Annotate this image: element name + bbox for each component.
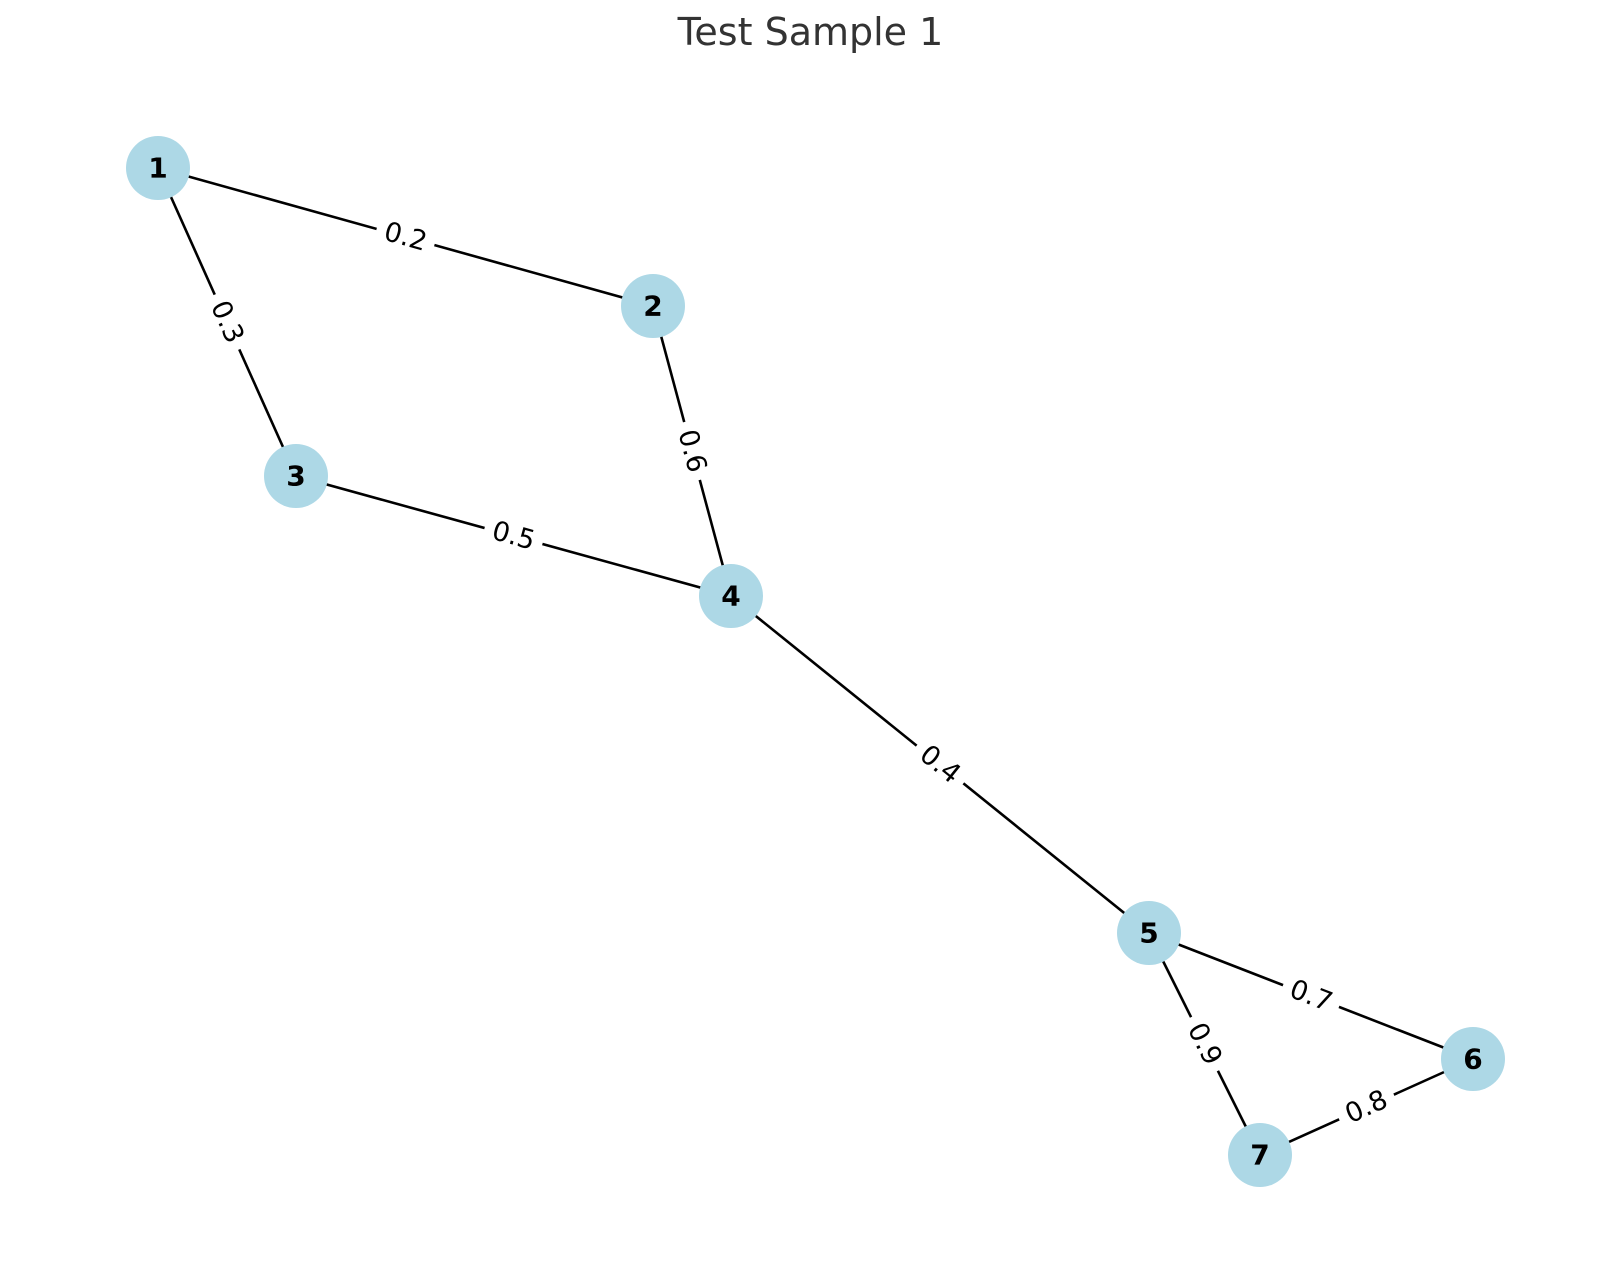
node-1: 1	[126, 136, 190, 200]
edge-weight-label-group: 0.5	[479, 510, 548, 562]
edge-label-background	[1174, 1009, 1235, 1079]
edge-3-4: 0.5	[295, 474, 732, 598]
edge-1-3: 0.3	[156, 167, 298, 477]
node-label: 4	[721, 580, 740, 613]
edge-4-5: 0.4	[730, 594, 1150, 935]
edge-label-background	[1276, 968, 1346, 1024]
node-label: 5	[1139, 917, 1158, 950]
edge-weight-label-group: 0.3	[198, 287, 256, 357]
node-label: 3	[286, 460, 305, 493]
edge-weight-label-group: 0.6	[666, 417, 718, 485]
edge-1-2: 0.2	[157, 166, 654, 308]
edge-weight-label: 0.2	[381, 216, 431, 257]
edges-layer: 0.2 0.3 0.6 0.5 0.4 0.7 0.9 0.8	[156, 166, 1474, 1157]
edge-5-7: 0.9	[1147, 932, 1262, 1156]
node-circle	[699, 564, 763, 628]
node-circle	[1228, 1123, 1292, 1187]
node-2: 2	[621, 274, 685, 338]
edge-label-background	[666, 417, 718, 485]
edge-label-background	[1331, 1078, 1402, 1136]
edge-label-background	[198, 287, 256, 357]
edge-weight-label-group: 0.9	[1174, 1009, 1235, 1079]
edge-weight-label: 0.5	[489, 515, 539, 556]
node-5: 5	[1117, 901, 1181, 965]
node-circle	[621, 274, 685, 338]
edge-weight-label-group: 0.2	[371, 211, 440, 263]
edge-weight-label-group: 0.4	[905, 731, 975, 798]
node-6: 6	[1441, 1027, 1505, 1091]
node-circle	[1117, 901, 1181, 965]
edge-weight-label-group: 0.7	[1276, 968, 1346, 1024]
node-label: 2	[643, 290, 662, 323]
edge-label-background	[905, 731, 975, 798]
node-label: 6	[1463, 1043, 1482, 1076]
node-4: 4	[699, 564, 763, 628]
edge-2-4: 0.6	[651, 305, 733, 597]
edge-label-background	[479, 510, 548, 562]
edge-weight-label-group: 0.8	[1331, 1078, 1402, 1136]
edge-weight-label: 0.6	[671, 426, 712, 476]
node-7: 7	[1228, 1123, 1292, 1187]
node-circle	[126, 136, 190, 200]
node-label: 1	[148, 152, 167, 185]
node-circle	[1441, 1027, 1505, 1091]
node-label: 7	[1250, 1139, 1269, 1172]
node-circle	[264, 444, 328, 508]
nodes-layer: 1 2 3 4 5 6 7	[126, 136, 1505, 1187]
edge-6-7: 0.8	[1259, 1057, 1474, 1157]
diagram-title: Test Sample 1	[677, 10, 944, 54]
node-3: 3	[264, 444, 328, 508]
edge-label-background	[371, 211, 440, 263]
